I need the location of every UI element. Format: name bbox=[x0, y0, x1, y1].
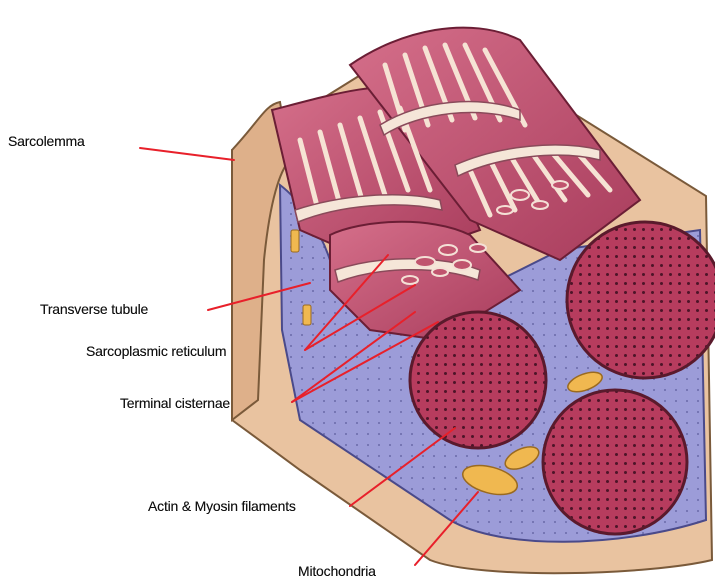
actin-myosin-label: Actin & Myosin filaments bbox=[148, 498, 296, 514]
sarcolemma-label: Sarcolemma bbox=[8, 133, 85, 149]
transverse-tubule-label: Transverse tubule bbox=[40, 301, 148, 317]
myofibril-cross-section bbox=[543, 390, 687, 534]
myofibril-cross-section bbox=[410, 312, 546, 448]
terminal-cisternae-label: Terminal cisternae bbox=[120, 395, 230, 411]
sarcoplasmic-reticulum-label: Sarcoplasmic reticulum bbox=[86, 343, 226, 359]
mitochondria-label: Mitochondria bbox=[298, 563, 376, 579]
sarcolemma-leader bbox=[140, 148, 234, 160]
myofibril-cross-section bbox=[567, 222, 715, 378]
